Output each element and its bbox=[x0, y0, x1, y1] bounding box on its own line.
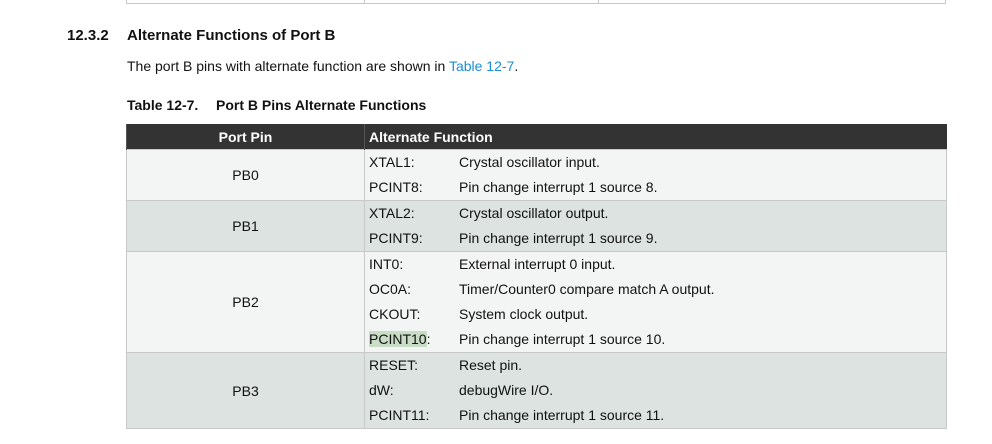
port-pin-cell: PB0 bbox=[126, 149, 365, 201]
table-row: PB2 INT0: External interrupt 0 input. OC0… bbox=[126, 251, 947, 353]
highlighted-text[interactable]: PCINT10 bbox=[369, 331, 427, 347]
function-name: RESET: bbox=[369, 357, 419, 373]
intro-text: The port B pins with alternate function … bbox=[127, 58, 449, 74]
function-line: RESET: Reset pin. bbox=[369, 353, 946, 378]
function-name: OC0A: bbox=[369, 281, 412, 297]
function-desc: Pin change interrupt 1 source 9. bbox=[459, 230, 658, 246]
table-caption-number: Table 12-7. bbox=[127, 97, 199, 113]
function-line: dW: debugWire I/O. bbox=[369, 378, 946, 403]
function-line: OC0A: Timer/Counter0 compare match A outp… bbox=[369, 277, 946, 302]
function-name: CKOUT: bbox=[369, 306, 421, 322]
function-name: PCINT10: bbox=[369, 327, 459, 352]
port-pin-cell: PB2 bbox=[126, 251, 365, 353]
table-reference-link[interactable]: Table 12-7 bbox=[448, 58, 515, 74]
table-caption: Table 12-7. Port B Pins Alternate Functio… bbox=[127, 97, 426, 113]
function-line: INT0: External interrupt 0 input. bbox=[369, 252, 946, 277]
port-pin-cell: PB3 bbox=[126, 352, 365, 429]
function-line: PCINT10:Pin change interrupt 1 source 10… bbox=[369, 327, 946, 352]
function-cell: INT0: External interrupt 0 input. OC0A: Ti… bbox=[364, 251, 947, 353]
section-number: 12.3.2 bbox=[67, 27, 109, 44]
function-line: PCINT8: Pin change interrupt 1 source 8. bbox=[369, 175, 946, 200]
previous-table-edge bbox=[126, 0, 946, 4]
function-name: INT0: bbox=[369, 256, 404, 272]
function-line: PCINT9: Pin change interrupt 1 source 9. bbox=[369, 226, 946, 251]
section-title: Alternate Functions of Port B bbox=[127, 27, 336, 44]
function-desc: Crystal oscillator output. bbox=[459, 205, 609, 221]
function-name: dW: bbox=[369, 382, 394, 398]
table-row: PB1 XTAL2: Crystal oscillator output. PCI… bbox=[126, 200, 947, 252]
table-caption-title: Port B Pins Alternate Functions bbox=[216, 97, 427, 113]
function-cell: RESET: Reset pin. dW: debugWire I/O. PCINT… bbox=[364, 352, 947, 429]
function-desc: Reset pin. bbox=[459, 357, 523, 373]
function-line: XTAL2: Crystal oscillator output. bbox=[369, 201, 946, 226]
function-desc: Pin change interrupt 1 source 8. bbox=[459, 179, 658, 195]
function-desc: System clock output. bbox=[459, 306, 589, 322]
function-cell: XTAL1:Crystal oscillator input. PCINT8:P… bbox=[364, 149, 947, 201]
function-name: XTAL2: bbox=[369, 205, 415, 221]
function-desc: Crystal oscillator input. bbox=[459, 154, 600, 170]
table-row: PB3 RESET: Reset pin. dW: debugWire I/O. P… bbox=[126, 352, 947, 429]
function-desc: debugWire I/O. bbox=[459, 382, 554, 398]
header-port-pin: Port Pin bbox=[126, 124, 365, 150]
table-header-row: Port Pin Alternate Function bbox=[126, 124, 947, 150]
function-desc: Timer/Counter0 compare match A output. bbox=[459, 281, 715, 297]
function-desc: External interrupt 0 input. bbox=[459, 256, 616, 272]
function-line: XTAL1: Crystal oscillator input. bbox=[369, 150, 946, 175]
intro-text-end: . bbox=[514, 58, 519, 74]
function-name-suffix: : bbox=[426, 331, 431, 347]
port-pin-cell: PB1 bbox=[126, 200, 365, 252]
function-line: CKOUT: System clock output. bbox=[369, 302, 946, 327]
function-name: XTAL1: bbox=[369, 154, 415, 170]
function-desc: Pin change interrupt 1 source 10. bbox=[459, 331, 666, 347]
function-line: PCINT11: Pin change interrupt 1 source 11… bbox=[369, 403, 946, 428]
header-alternate-function: Alternate Function bbox=[364, 124, 947, 150]
function-name: PCINT11: bbox=[369, 407, 430, 423]
intro-paragraph: The port B pins with alternate function … bbox=[127, 58, 518, 74]
function-cell: XTAL2: Crystal oscillator output. PCINT9:… bbox=[364, 200, 947, 252]
table-row: PB0 XTAL1: Crystal oscillator input. PCIN… bbox=[126, 149, 947, 201]
function-desc: Pin change interrupt 1 source 11. bbox=[459, 407, 665, 423]
function-name: PCINT8: bbox=[369, 179, 423, 195]
function-name: PCINT9: bbox=[369, 230, 423, 246]
section-heading: 12.3.2 Alternate Functions of Port B bbox=[67, 27, 335, 44]
port-b-table: Port Pin Alternate Function PB0 XTAL1: Cr… bbox=[126, 124, 947, 429]
